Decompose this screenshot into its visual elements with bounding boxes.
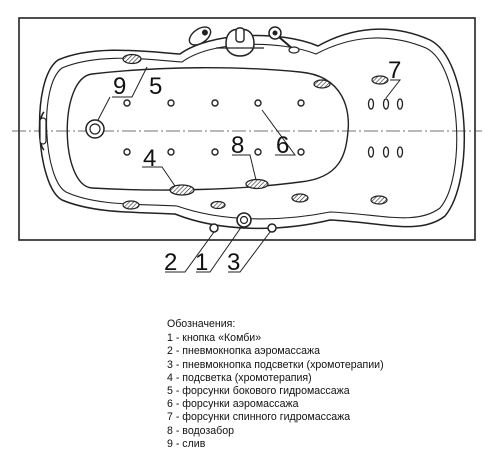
callout-1: 1 bbox=[195, 249, 208, 276]
legend-item: 5 - форсунки бокового гидромассажа bbox=[167, 385, 350, 398]
callout-9: 9 bbox=[113, 73, 126, 100]
callout-7: 7 bbox=[388, 57, 401, 84]
callout-6: 6 bbox=[276, 132, 289, 159]
tub-basin bbox=[66, 67, 350, 191]
legend-item: 3 - пневмокнопка подсветки (хромотерапии… bbox=[167, 358, 384, 371]
bathtub-schematic: 9 5 7 4 8 6 2 1 3 bbox=[12, 17, 482, 276]
callout-3: 3 bbox=[227, 249, 240, 276]
aero-jets bbox=[123, 99, 305, 156]
legend-title: Обозначения: bbox=[167, 318, 236, 330]
legend-item: 8 - водозабор bbox=[167, 424, 235, 437]
water-intake bbox=[245, 178, 269, 190]
combi-button-inner bbox=[239, 215, 249, 225]
leader-lines bbox=[97, 66, 402, 273]
right-handle bbox=[268, 26, 300, 54]
left-handle bbox=[188, 26, 212, 46]
light-button bbox=[267, 223, 277, 233]
callout-8: 8 bbox=[231, 132, 244, 159]
aero-button bbox=[209, 223, 219, 233]
side-jets bbox=[122, 53, 389, 210]
back-jets bbox=[367, 98, 404, 158]
tub-outline bbox=[18, 17, 476, 241]
legend-item: 2 - пневмокнопка аэромассажа bbox=[167, 345, 321, 358]
left-edge-plug bbox=[39, 117, 47, 145]
mixer-stem bbox=[235, 27, 245, 43]
drain-inner bbox=[89, 123, 101, 135]
legend-item: 9 - слив bbox=[167, 437, 206, 450]
legend-item: 1 - кнопка «Комби» bbox=[167, 332, 262, 345]
chromotherapy-light bbox=[169, 184, 195, 196]
tub-rim-outer bbox=[38, 28, 465, 230]
callout-4: 4 bbox=[143, 145, 156, 172]
legend: Обозначения: 1 - кнопка «Комби» 2 - пнев… bbox=[167, 318, 384, 451]
callout-2: 2 bbox=[164, 249, 177, 276]
legend-item: 6 - форсунки аэромассажа bbox=[167, 398, 299, 411]
legend-item: 4 - подсветка (хромотерапия) bbox=[167, 371, 312, 384]
callout-5: 5 bbox=[149, 73, 162, 100]
legend-item: 7 - форсунки спинного гидромассажа bbox=[167, 411, 351, 424]
